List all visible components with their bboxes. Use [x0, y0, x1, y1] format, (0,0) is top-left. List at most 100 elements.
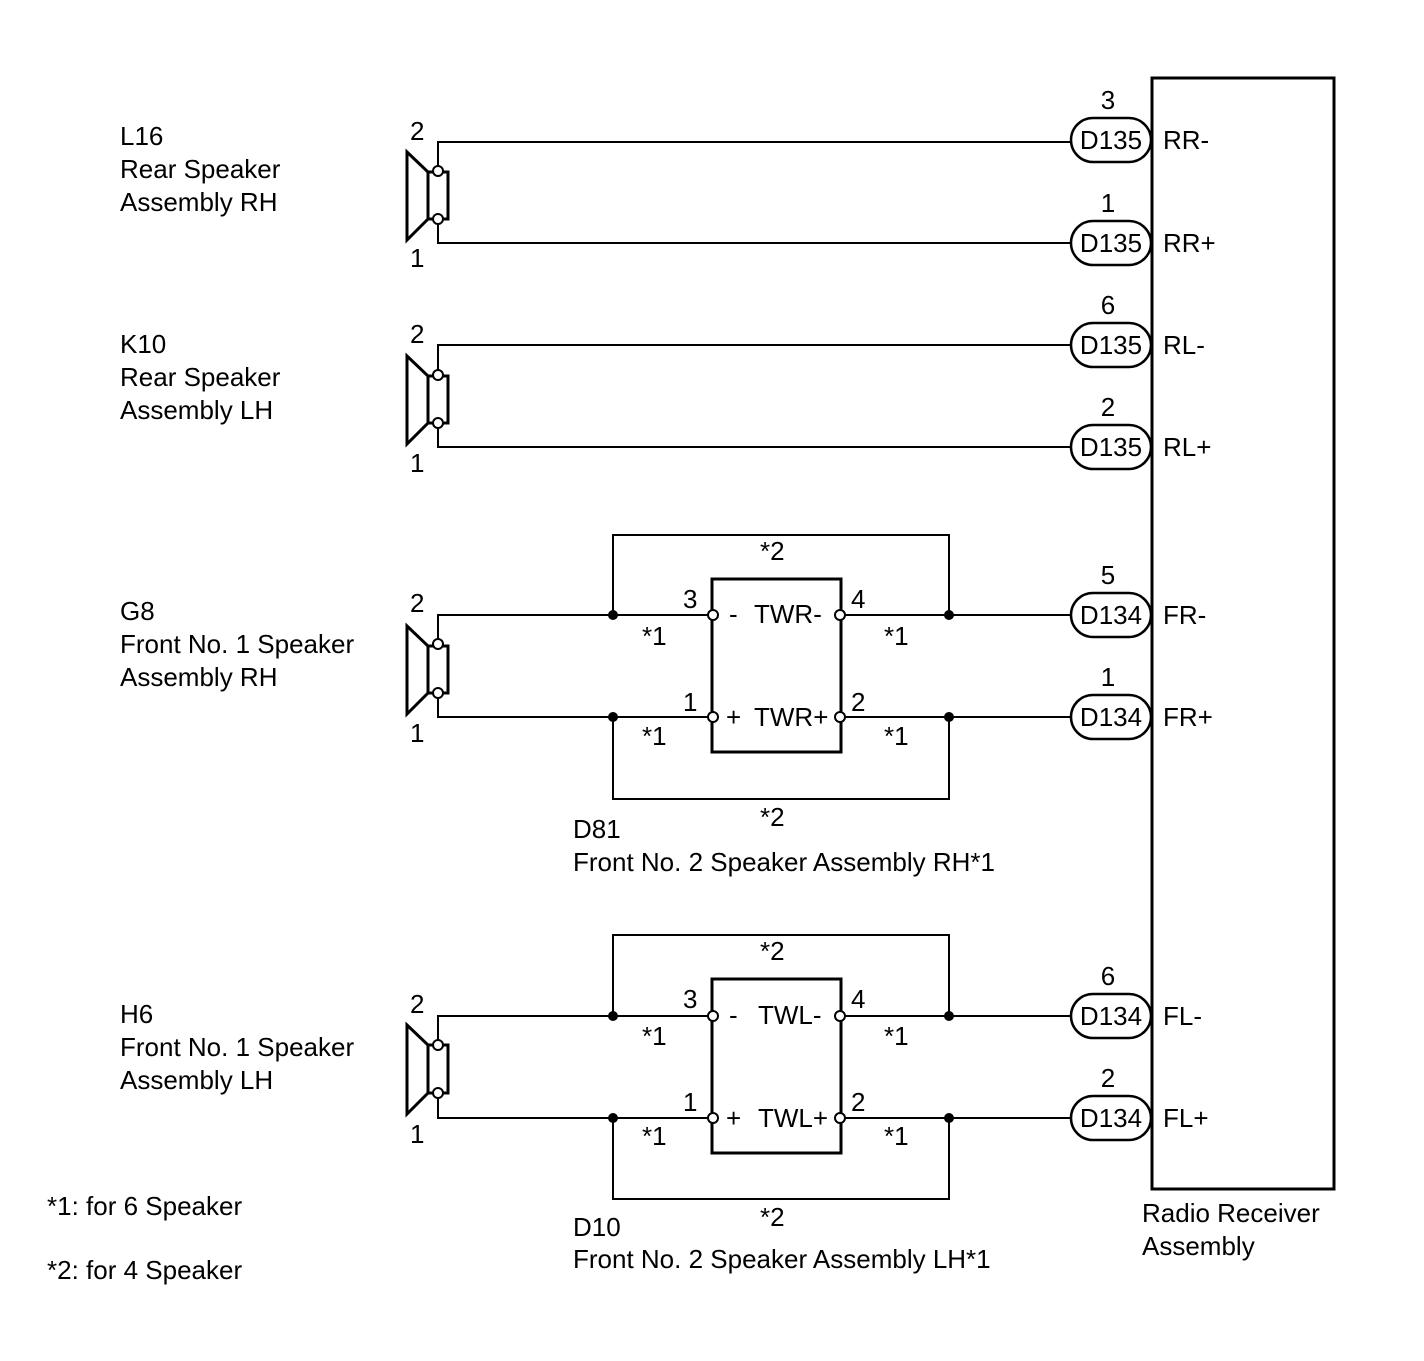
terminal-icon — [432, 213, 444, 225]
speaker-pin-bottom: 1 — [410, 718, 424, 748]
radio-receiver-box — [1150, 76, 1336, 1191]
legend-note-1: *1: for 6 Speaker — [47, 1191, 242, 1221]
terminal-icon — [707, 1010, 719, 1022]
receiver-terminal-label: FL- — [1163, 1001, 1202, 1031]
bypass-wire-bottom — [612, 717, 950, 800]
tweeter-code: D81 — [573, 814, 621, 844]
receiver-terminal-label: FR- — [1163, 600, 1206, 630]
terminal-icon — [432, 417, 444, 429]
speaker-code: G8 — [120, 596, 155, 626]
note-4-speaker: *2 — [760, 536, 785, 566]
radio-receiver-label-line2: Assembly — [1142, 1231, 1255, 1261]
wire-l16-pin2 — [437, 141, 1071, 171]
speaker-name-line1: Front No. 1 Speaker — [120, 629, 354, 659]
connector-pin: 6 — [1101, 290, 1115, 320]
note-6-speaker: *1 — [642, 1021, 667, 1051]
splice-node — [608, 610, 618, 620]
splice-node — [944, 610, 954, 620]
tweeter-name: Front No. 2 Speaker Assembly LH*1 — [573, 1244, 991, 1274]
tweeter-terminal-plus-label: TWL+ — [758, 1103, 828, 1133]
receiver-terminal-label: FR+ — [1163, 702, 1213, 732]
speaker-name-line2: Assembly LH — [120, 395, 273, 425]
splice-node — [608, 1011, 618, 1021]
terminal-icon — [834, 1112, 846, 1124]
note-6-speaker: *1 — [642, 721, 667, 751]
speaker-cone-icon — [405, 352, 430, 448]
receiver-terminal-label: FL+ — [1163, 1103, 1209, 1133]
speaker-k10: K10 Rear Speaker Assembly LH 2 1 — [120, 319, 1071, 478]
terminal-icon — [834, 1010, 846, 1022]
terminal-icon — [432, 1039, 444, 1051]
speaker-code: L16 — [120, 121, 163, 151]
connector-pin: 1 — [1101, 188, 1115, 218]
pin-out-plus: 2 — [851, 687, 865, 717]
bypass-wire-top — [612, 934, 950, 1016]
speaker-name-line1: Rear Speaker — [120, 362, 281, 392]
tweeter-terminal-minus-label: TWL- — [758, 1000, 822, 1030]
speaker-name-line2: Assembly RH — [120, 187, 277, 217]
tweeter-name: Front No. 2 Speaker Assembly RH*1 — [573, 847, 995, 877]
speaker-cone-icon — [405, 622, 430, 718]
speaker-pin-top: 2 — [410, 989, 424, 1019]
connector-code: D135 — [1080, 330, 1142, 360]
tweeter-d10: - TWL- + TWL+ 3 1 4 2 *1 *1 *1 *1 *2 *2 … — [573, 934, 1071, 1274]
splice-node — [944, 1011, 954, 1021]
speaker-pin-bottom: 1 — [410, 243, 424, 273]
speaker-pin-top: 2 — [410, 588, 424, 618]
connector-code: D135 — [1080, 125, 1142, 155]
connector-code: D134 — [1080, 702, 1142, 732]
receiver-connector-rl-plus: D135 2 RL+ — [1069, 392, 1211, 471]
speaker-code: H6 — [120, 999, 153, 1029]
receiver-terminal-label: RL- — [1163, 330, 1205, 360]
speaker-pin-top: 2 — [410, 319, 424, 349]
connector-code: D134 — [1080, 600, 1142, 630]
pin-in-plus: 1 — [683, 1087, 697, 1117]
tweeter-terminal-plus-label: TWR+ — [754, 702, 828, 732]
bypass-wire-top — [612, 534, 950, 615]
speaker-magnet-icon — [426, 374, 450, 425]
connector-pin: 2 — [1101, 1063, 1115, 1093]
wire-h6-pin2 — [437, 1015, 709, 1045]
speaker-pin-bottom: 1 — [410, 448, 424, 478]
speaker-cone-icon — [405, 1021, 430, 1118]
receiver-terminal-label: RR- — [1163, 125, 1209, 155]
pin-in-minus: 3 — [683, 584, 697, 614]
note-6-speaker: *1 — [642, 1121, 667, 1151]
speaker-magnet-icon — [426, 170, 450, 221]
wire-g8-pin1 — [437, 693, 709, 718]
wire-k10-pin1 — [437, 423, 1071, 448]
speaker-magnet-icon — [426, 1043, 450, 1095]
speaker-pin-top: 2 — [410, 116, 424, 146]
speaker-pin-bottom: 1 — [410, 1119, 424, 1149]
pin-in-minus: 3 — [683, 984, 697, 1014]
connector-code: D135 — [1080, 228, 1142, 258]
connector-pin: 6 — [1101, 961, 1115, 991]
receiver-connector-fl-plus: D134 2 FL+ — [1069, 1063, 1209, 1142]
tweeter-box — [710, 977, 843, 1155]
connector-pin: 5 — [1101, 560, 1115, 590]
note-6-speaker: *1 — [884, 621, 909, 651]
terminal-sign-minus: - — [729, 1000, 738, 1030]
receiver-connector-rr-plus: D135 1 RR+ — [1069, 188, 1216, 267]
terminal-icon — [834, 609, 846, 621]
note-4-speaker: *2 — [760, 802, 785, 832]
terminal-sign-minus: - — [729, 599, 738, 629]
terminal-icon — [432, 687, 444, 699]
receiver-terminal-label: RL+ — [1163, 432, 1211, 462]
connector-shape — [1069, 116, 1153, 164]
legend-note-2: *2: for 4 Speaker — [47, 1255, 242, 1285]
note-6-speaker: *1 — [884, 1021, 909, 1051]
receiver-terminal-label: RR+ — [1163, 228, 1216, 258]
tweeter-code: D10 — [573, 1212, 621, 1242]
speaker-g8: G8 Front No. 1 Speaker Assembly RH 2 1 — [120, 588, 709, 748]
tweeter-box — [710, 577, 843, 754]
wire-l16-pin1 — [437, 219, 1071, 244]
terminal-sign-plus: + — [726, 702, 741, 732]
note-4-speaker: *2 — [760, 1202, 785, 1232]
connector-pin: 3 — [1101, 85, 1115, 115]
splice-node — [608, 712, 618, 722]
receiver-connector-fl-minus: D134 6 FL- — [1069, 961, 1202, 1040]
speaker-code: K10 — [120, 329, 166, 359]
pin-out-minus: 4 — [851, 984, 865, 1014]
note-4-speaker: *2 — [760, 936, 785, 966]
